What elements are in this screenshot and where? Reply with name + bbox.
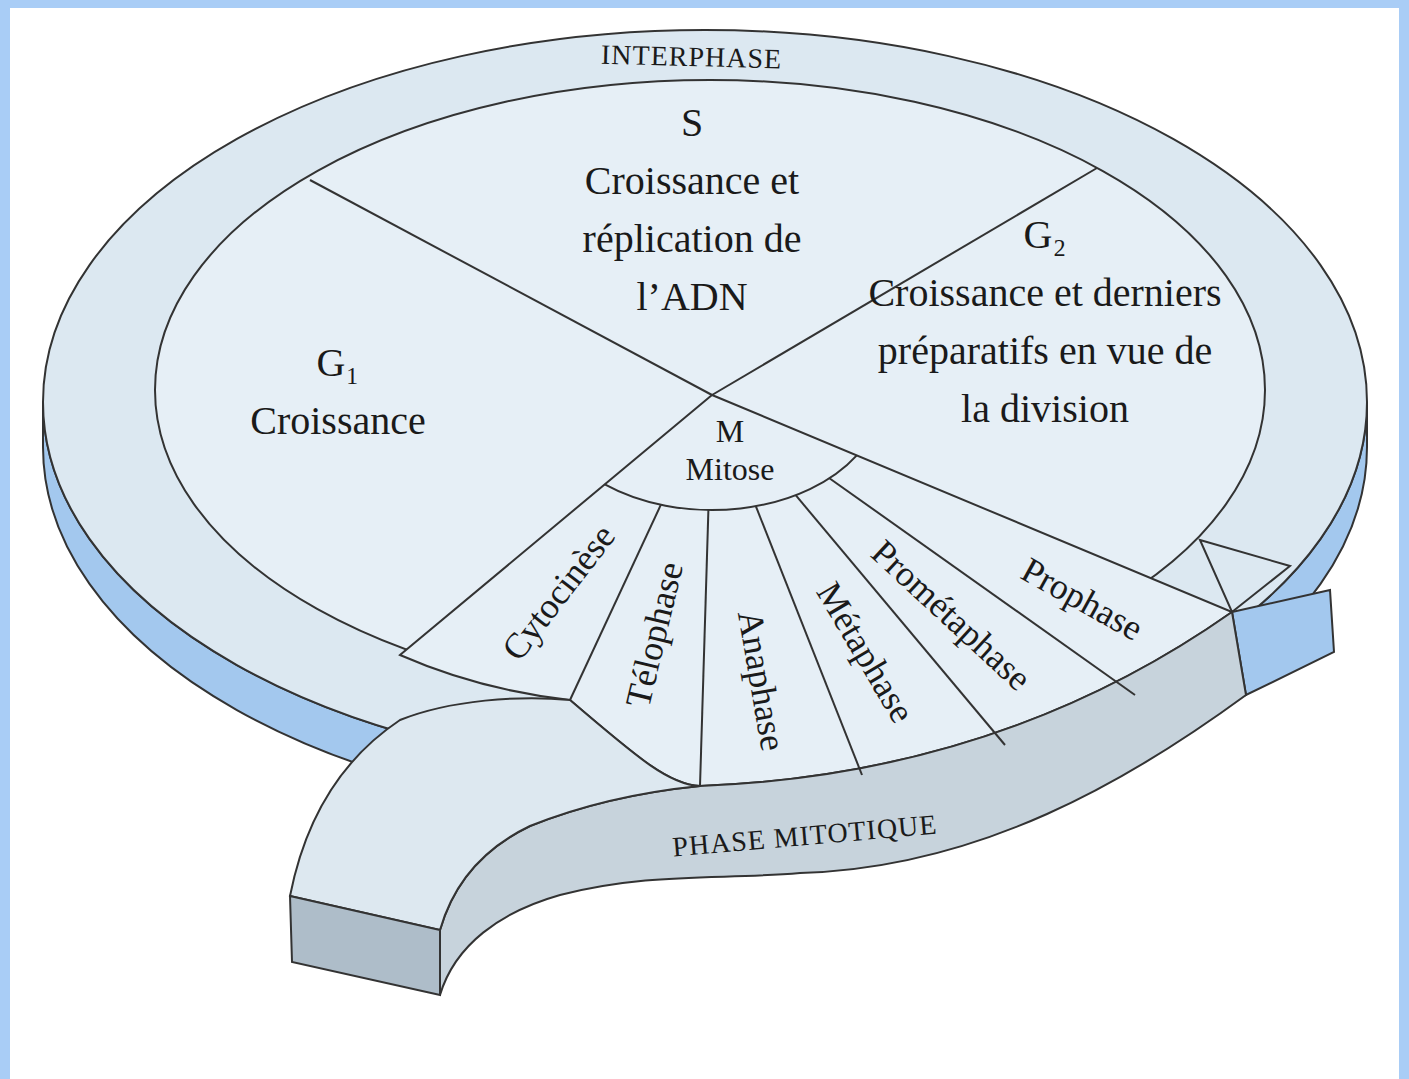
g1-phase-sector: G₁Croissance (250, 334, 426, 450)
g2-phase-sector: G₂Croissance et derniers préparatifs en … (860, 206, 1230, 438)
stage-divider (700, 510, 708, 786)
mitotic-arrow-end (290, 896, 440, 995)
mitotic-phase-band: ProphasePrométaphaseMétaphaseAnaphaseTél… (270, 480, 1270, 1025)
phase-letter: M (686, 412, 775, 450)
phase-letter: G₁ (250, 334, 426, 392)
label-anchor: INTERPHASE (601, 39, 783, 76)
phase-description: Mitose (686, 450, 775, 488)
phase-description: Croissance et réplication de l’ADN (547, 152, 837, 326)
s-phase-sector: SCroissance et réplication de l’ADN (547, 94, 837, 326)
mitotic-arrow-shaft (290, 698, 700, 930)
phase-description: Croissance (250, 392, 426, 450)
ring-arrow-side (1232, 590, 1334, 695)
phase-letter: G₂ (860, 206, 1230, 264)
page-ground (10, 8, 1399, 1079)
m-phase-sector: MMitose (686, 412, 775, 489)
stage-label: Anaphase (729, 607, 794, 754)
block-label: INTERPHASE (601, 39, 783, 76)
block-label: PHASE MITOTIQUE (671, 808, 938, 863)
stage-label: Télophase (618, 558, 693, 712)
interphase-ring: SCroissance et réplication de l’ADNG₁Cro… (40, 25, 1370, 777)
mitosis-stage-sector: Cytocinèse (494, 517, 624, 669)
mitosis-stage-sector: Anaphase (729, 607, 794, 754)
stage-label: Prophase (1014, 550, 1150, 650)
phase-letter: S (547, 94, 837, 152)
mitosis-stage-sector: Télophase (618, 558, 693, 712)
label-anchor: PHASE MITOTIQUE (671, 808, 938, 863)
phase-description: Croissance et derniers préparatifs en vu… (860, 264, 1230, 438)
stage-label: Cytocinèse (494, 517, 624, 669)
mitosis-stage-sector: Prophase (1014, 550, 1150, 650)
